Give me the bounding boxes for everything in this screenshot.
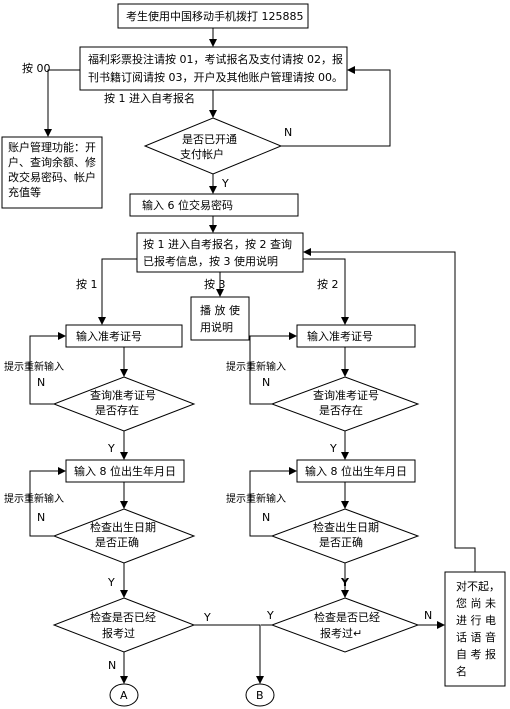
right-birth-decision: 检查出生日期 是否正确 bbox=[270, 508, 420, 564]
svg-text:考生使用中国移动手机拨打 125885: 考生使用中国移动手机拨打 125885 bbox=[126, 9, 304, 23]
right-birth-input: 输入 8 位出生年月日 bbox=[296, 459, 416, 483]
svg-text:播 放 使: 播 放 使 bbox=[200, 303, 240, 317]
left-birth-input: 输入 8 位出生年月日 bbox=[65, 459, 185, 483]
svg-text:输入 8 位出生年月日: 输入 8 位出生年月日 bbox=[74, 464, 176, 478]
payment-account-decision: 是否已开通 支付帐户 bbox=[143, 117, 283, 175]
svg-text:检查出生日期: 检查出生日期 bbox=[90, 520, 156, 534]
start-box: 考生使用中国移动手机拨打 125885 bbox=[117, 3, 309, 29]
left-label-n-2: N bbox=[37, 511, 45, 524]
svg-text:是否正确: 是否正确 bbox=[95, 536, 139, 549]
left-label-y-1: Y bbox=[107, 442, 115, 455]
svg-text:是否存在: 是否存在 bbox=[95, 403, 139, 417]
right-label-y-2: Y bbox=[340, 576, 350, 589]
svg-text:自 考 报: 自 考 报 bbox=[456, 647, 496, 661]
svg-text:名: 名 bbox=[456, 664, 467, 678]
svg-text:对不起，: 对不起， bbox=[456, 579, 500, 593]
left-label-n-3: N bbox=[108, 659, 116, 672]
svg-text:输入 6 位交易密码: 输入 6 位交易密码 bbox=[142, 198, 233, 212]
label-press-3: 按 3 bbox=[204, 277, 226, 291]
left-registered-decision: 检查是否已经 报考过 bbox=[52, 597, 196, 653]
submenu-box: 按 1 进入自考报名，按 2 查询 已报考信息，按 3 使用说明 bbox=[136, 232, 304, 273]
arrow-right-examid-retry bbox=[249, 332, 297, 405]
arrow-submenu-press-2 bbox=[303, 258, 349, 325]
left-label-n-1: N bbox=[37, 376, 45, 389]
label-press-1: 按 1 bbox=[76, 277, 98, 291]
arrow-right-birth-retry bbox=[249, 467, 297, 537]
svg-text:报考过: 报考过 bbox=[102, 626, 135, 640]
left-exam-id-decision: 查询准考证号 是否存在 bbox=[52, 376, 196, 432]
right-registered-decision: 检查是否已经 报考过↵ bbox=[270, 597, 420, 653]
right-label-n-3: N bbox=[424, 609, 432, 622]
svg-text:检查是否已经: 检查是否已经 bbox=[314, 610, 380, 624]
svg-text:您 尚 未: 您 尚 未 bbox=[456, 596, 496, 610]
svg-text:是否已开通: 是否已开通 bbox=[182, 133, 237, 146]
svg-text:进 行 电: 进 行 电 bbox=[456, 614, 496, 627]
svg-text:B: B bbox=[256, 689, 264, 702]
svg-text:已报考信息，按 3 使用说明: 已报考信息，按 3 使用说明 bbox=[143, 254, 278, 268]
svg-text:A: A bbox=[120, 689, 128, 702]
connector-a: A bbox=[109, 683, 139, 707]
right-prompt-reenter-1: 提示重新输入 bbox=[226, 360, 286, 373]
svg-text:支付帐户: 支付帐户 bbox=[180, 147, 224, 161]
left-exam-id-input: 输入准考证号 bbox=[65, 324, 183, 348]
arrow-submenu-press-1 bbox=[98, 258, 137, 325]
left-prompt-reenter-2: 提示重新输入 bbox=[4, 492, 64, 505]
left-prompt-reenter-1: 提示重新输入 bbox=[4, 360, 64, 373]
label-press-2: 按 2 bbox=[317, 277, 339, 291]
arrow-menu-to-account bbox=[44, 69, 80, 137]
password-input-box: 输入 6 位交易密码 bbox=[129, 193, 299, 217]
svg-text:输入准考证号: 输入准考证号 bbox=[307, 329, 373, 343]
label-press-1-enter: 按 1 进入自考报名 bbox=[104, 91, 195, 105]
svg-text:查询准考证号: 查询准考证号 bbox=[90, 388, 156, 402]
right-exam-id-decision: 查询准考证号 是否存在 bbox=[270, 376, 420, 432]
account-management-box: 账户管理功能：开 户、查询余额、修 改交易密码、帐户 充值等 bbox=[1, 136, 103, 209]
svg-text:充值等: 充值等 bbox=[8, 185, 41, 199]
svg-text:账户管理功能：开: 账户管理功能：开 bbox=[8, 140, 96, 154]
right-label-y-1: Y bbox=[329, 442, 337, 455]
label-press-00: 按 00 bbox=[22, 61, 51, 75]
svg-text:输入 8 位出生年月日: 输入 8 位出生年月日 bbox=[305, 464, 407, 478]
svg-text:是否存在: 是否存在 bbox=[319, 403, 363, 417]
right-prompt-reenter-2: 提示重新输入 bbox=[226, 492, 286, 505]
svg-text:话 语 音: 话 语 音 bbox=[456, 630, 496, 644]
left-label-y-2: Y bbox=[107, 576, 115, 589]
label-y: Y bbox=[221, 177, 229, 190]
svg-text:改交易密码、帐户: 改交易密码、帐户 bbox=[8, 170, 96, 184]
svg-text:是否正确: 是否正确 bbox=[319, 536, 363, 549]
label-n: N bbox=[284, 126, 292, 139]
right-label-n-2: N bbox=[262, 511, 270, 524]
svg-text:刊书籍订阅请按 03，开户及其他账户管理请按 00。: 刊书籍订阅请按 03，开户及其他账户管理请按 00。 bbox=[88, 70, 343, 84]
svg-text:户、查询余额、修: 户、查询余额、修 bbox=[8, 155, 96, 169]
right-label-y-3: Y bbox=[266, 609, 274, 622]
not-registered-box: 对不起， 您 尚 未 进 行 电 话 语 音 自 考 报 名 bbox=[444, 571, 506, 687]
svg-text:检查是否已经: 检查是否已经 bbox=[90, 610, 156, 624]
svg-text:检查出生日期: 检查出生日期 bbox=[313, 520, 379, 534]
svg-text:输入准考证号: 输入准考证号 bbox=[76, 329, 142, 343]
svg-text:用说明: 用说明 bbox=[200, 320, 233, 334]
connector-b: B bbox=[245, 683, 275, 707]
left-label-y-3: Y bbox=[203, 611, 211, 624]
svg-text:按 1 进入自考报名，按 2 查询: 按 1 进入自考报名，按 2 查询 bbox=[143, 237, 292, 251]
arrow-left-birth-retry bbox=[29, 467, 66, 537]
arrow-sorry-to-submenu bbox=[303, 248, 476, 572]
help-box: 播 放 使 用说明 bbox=[190, 296, 250, 341]
arrow-payment-no bbox=[281, 66, 391, 147]
svg-text:查询准考证号: 查询准考证号 bbox=[313, 388, 379, 402]
right-label-n-1: N bbox=[262, 376, 270, 389]
arrow-left-examid-retry bbox=[29, 332, 66, 405]
main-menu-box: 福利彩票投注请按 01，考试报名及支付请按 02，报 刊书籍订阅请按 03，开户… bbox=[79, 46, 348, 91]
left-birth-decision: 检查出生日期 是否正确 bbox=[52, 508, 196, 564]
svg-text:福利彩票投注请按 01，考试报名及支付请按 02，报: 福利彩票投注请按 01，考试报名及支付请按 02，报 bbox=[88, 52, 343, 66]
arrow-left-registered-yes bbox=[194, 624, 264, 684]
right-exam-id-input: 输入准考证号 bbox=[296, 324, 416, 348]
svg-text:报考过↵: 报考过↵ bbox=[320, 626, 362, 640]
